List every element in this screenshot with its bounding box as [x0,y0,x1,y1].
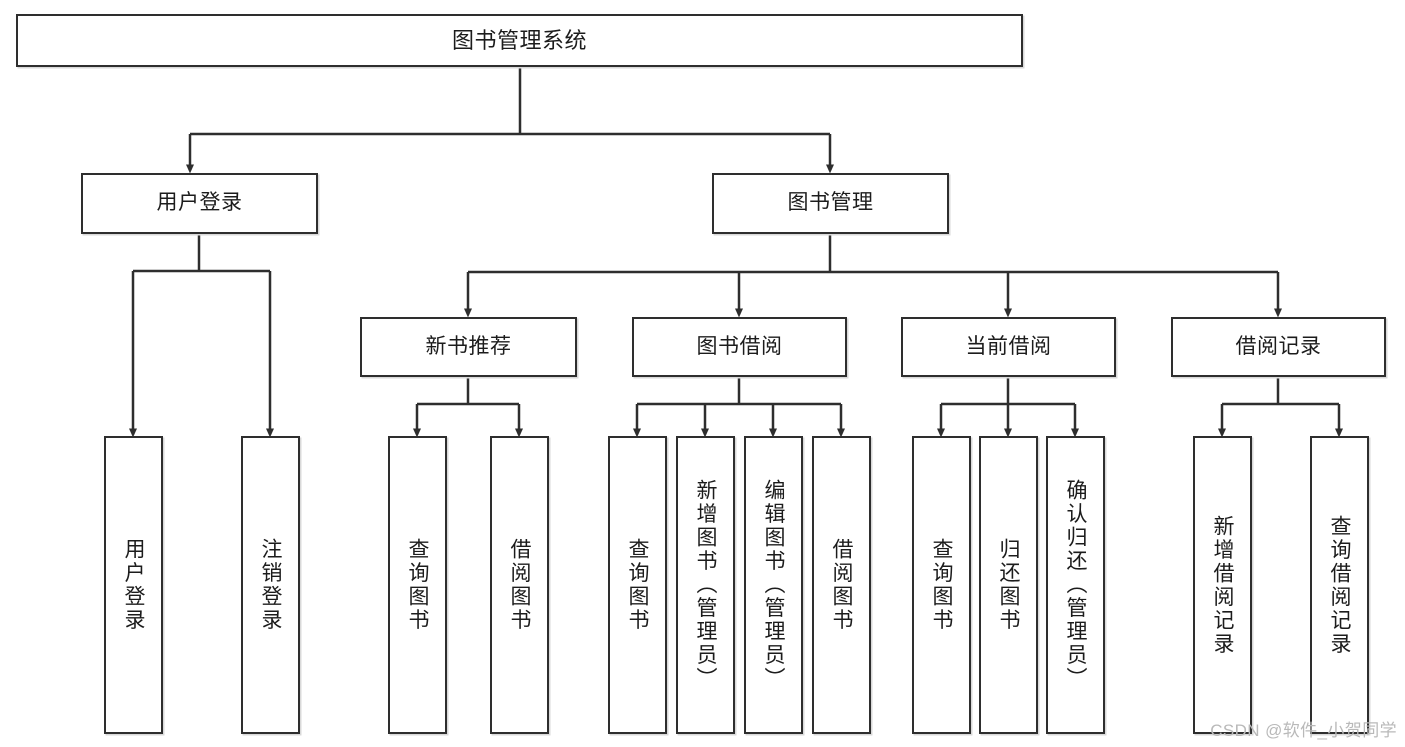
leaf-new-book-2[interactable]: 借阅图书 [490,436,549,734]
node-current-borrow[interactable]: 当前借阅 [901,317,1116,377]
leaf-book-borrow-1-label: 查询图书 [626,538,649,632]
leaf-current-borrow-1-label: 查询图书 [930,538,953,632]
node-book-manage-label: 图书管理 [787,191,874,215]
leaf-book-borrow-3-label: 编辑图书（管理员） [762,479,785,691]
leaf-borrow-records-1[interactable]: 新增借阅记录 [1193,436,1252,734]
leaf-borrow-records-2[interactable]: 查询借阅记录 [1310,436,1369,734]
leaf-borrow-records-2-label: 查询借阅记录 [1328,514,1351,656]
node-new-book-recommend[interactable]: 新书推荐 [360,317,577,377]
node-borrow-records[interactable]: 借阅记录 [1171,317,1386,377]
node-book-borrow-label: 图书借阅 [696,334,783,358]
node-borrow-records-label: 借阅记录 [1235,334,1322,358]
leaf-current-borrow-2[interactable]: 归还图书 [979,436,1038,734]
leaf-current-borrow-3-label: 确认归还（管理员） [1064,479,1087,691]
leaf-book-borrow-2[interactable]: 新增图书（管理员） [676,436,735,734]
leaf-current-borrow-3[interactable]: 确认归还（管理员） [1046,436,1105,734]
leaf-book-borrow-2-label: 新增图书（管理员） [694,479,717,691]
leaf-book-borrow-4-label: 借阅图书 [830,538,853,632]
leaf-user-login-2[interactable]: 注销登录 [241,436,300,734]
leaf-current-borrow-2-label: 归还图书 [997,538,1020,632]
leaf-new-book-1-label: 查询图书 [406,538,429,632]
leaf-book-borrow-1[interactable]: 查询图书 [608,436,667,734]
leaf-new-book-2-label: 借阅图书 [508,538,531,632]
leaf-book-borrow-4[interactable]: 借阅图书 [812,436,871,734]
node-book-borrow[interactable]: 图书借阅 [632,317,847,377]
leaf-user-login-1[interactable]: 用户登录 [104,436,163,734]
leaf-user-login-2-label: 注销登录 [259,538,282,632]
node-book-manage[interactable]: 图书管理 [712,173,949,234]
leaf-user-login-1-label: 用户登录 [122,538,145,632]
watermark: CSDN @软件_小贺同学 [1210,721,1397,740]
leaf-borrow-records-1-label: 新增借阅记录 [1211,514,1234,656]
node-root[interactable]: 图书管理系统 [16,14,1023,67]
leaf-book-borrow-3[interactable]: 编辑图书（管理员） [744,436,803,734]
leaf-new-book-1[interactable]: 查询图书 [388,436,447,734]
node-user-login-label: 用户登录 [156,191,243,215]
node-new-book-recommend-label: 新书推荐 [425,334,512,358]
leaf-current-borrow-1[interactable]: 查询图书 [912,436,971,734]
node-root-label: 图书管理系统 [451,27,587,53]
node-user-login[interactable]: 用户登录 [81,173,318,234]
node-current-borrow-label: 当前借阅 [965,334,1052,358]
